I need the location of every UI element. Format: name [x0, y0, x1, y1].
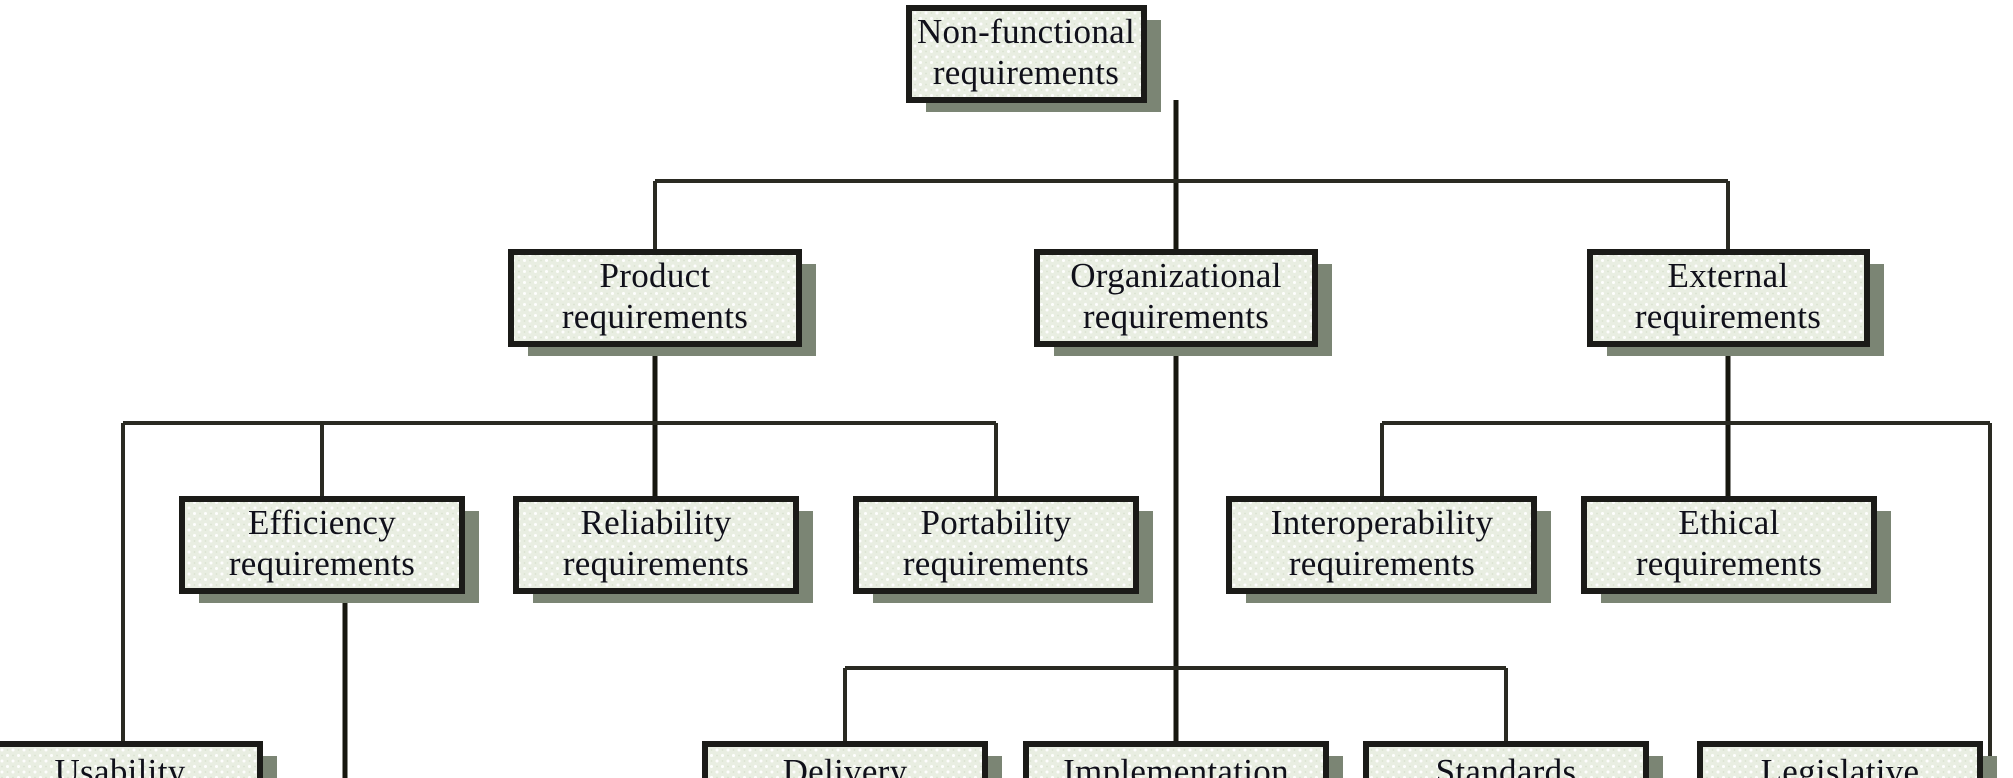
- node-face: [516, 499, 796, 591]
- node-label-line1: Reliability: [580, 503, 731, 542]
- node-label-line2: requirements: [563, 544, 749, 583]
- node-label-line1: Delivery: [783, 752, 908, 778]
- node-label-line1: Implementation: [1063, 752, 1289, 778]
- node-face: [1229, 499, 1534, 591]
- node-border: [1581, 496, 1877, 594]
- node-label-line2: requirements: [1083, 297, 1269, 336]
- node-non-functional-requirements[interactable]: Non-functional requirements: [906, 5, 1161, 112]
- node-face: [856, 499, 1136, 591]
- node-border: [1697, 741, 1983, 778]
- node-label-line2: requirements: [903, 544, 1089, 583]
- node-label-line1: Organizational: [1070, 256, 1282, 295]
- node-face: [0, 744, 260, 778]
- node-label-line1: Legislative: [1761, 752, 1920, 778]
- node-organizational-requirements[interactable]: Organizational requirements: [1034, 249, 1332, 356]
- node-face: [1366, 744, 1646, 778]
- node-border: [906, 5, 1147, 103]
- node-label-line2: requirements: [562, 297, 748, 336]
- node-label-line2: requirements: [1289, 544, 1475, 583]
- node-face: [1584, 499, 1874, 591]
- node-face: [909, 8, 1144, 100]
- node-efficiency-requirements[interactable]: Efficiency requirements: [179, 496, 479, 603]
- node-face: [182, 499, 462, 591]
- node-face: [1590, 252, 1867, 344]
- node-delivery[interactable]: Delivery: [702, 741, 1002, 778]
- node-product-requirements[interactable]: Product requirements: [508, 249, 816, 356]
- node-border: [853, 496, 1139, 594]
- node-usability[interactable]: Usability: [0, 741, 277, 778]
- connector-layer: [121, 100, 1992, 778]
- node-ethical-requirements[interactable]: Ethical requirements: [1581, 496, 1891, 603]
- node-label-line1: Usability: [54, 752, 185, 778]
- node-label-line1: Standards: [1436, 752, 1577, 778]
- node-label-line1: Non-functional: [917, 12, 1135, 51]
- node-standards[interactable]: Standards: [1363, 741, 1663, 778]
- node-implementation[interactable]: Implementation: [1023, 741, 1343, 778]
- node-border: [513, 496, 799, 594]
- node-portability-requirements[interactable]: Portability requirements: [853, 496, 1153, 603]
- node-legislative[interactable]: Legislative: [1697, 741, 1997, 778]
- node-face: [1026, 744, 1326, 778]
- node-label-line2: requirements: [1636, 544, 1822, 583]
- node-face: [1700, 744, 1980, 778]
- node-border: [1587, 249, 1870, 347]
- node-label-line2: requirements: [229, 544, 415, 583]
- node-label-line1: Interoperability: [1271, 503, 1494, 542]
- node-border: [179, 496, 465, 594]
- node-border: [1034, 249, 1318, 347]
- node-label-line2: requirements: [1635, 297, 1821, 336]
- node-label-line1: Portability: [920, 503, 1071, 542]
- node-border: [0, 741, 263, 778]
- node-label-line1: Ethical: [1678, 503, 1779, 542]
- node-border: [702, 741, 988, 778]
- node-label-line1: External: [1668, 256, 1789, 295]
- node-border: [1023, 741, 1329, 778]
- node-label-line2: requirements: [933, 53, 1119, 92]
- node-border: [1363, 741, 1649, 778]
- node-border: [508, 249, 802, 347]
- node-face: [511, 252, 799, 344]
- node-label-line1: Efficiency: [248, 503, 396, 542]
- node-reliability-requirements[interactable]: Reliability requirements: [513, 496, 813, 603]
- node-border: [1226, 496, 1537, 594]
- node-external-requirements[interactable]: External requirements: [1587, 249, 1884, 356]
- node-label-line1: Product: [600, 256, 711, 295]
- node-interoperability-requirements[interactable]: Interoperability requirements: [1226, 496, 1551, 603]
- node-face: [705, 744, 985, 778]
- node-face: [1037, 252, 1315, 344]
